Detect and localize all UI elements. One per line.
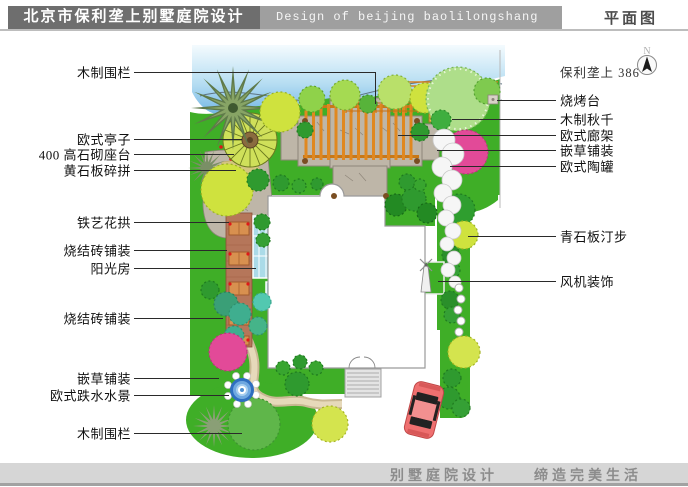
label-grass-paving-left: 嵌草铺装: [76, 371, 131, 387]
title-en: Design of beijing baolilongshang: [260, 6, 562, 29]
label-sunroom: 阳光房: [90, 261, 131, 277]
stepping-stones: [453, 283, 466, 337]
leader-line: [134, 139, 242, 140]
footer-rule: [0, 483, 688, 486]
leader-line: [134, 268, 256, 269]
label-pavilion: 欧式亭子: [76, 132, 131, 148]
leader-line: [452, 119, 556, 120]
leader-line: [134, 395, 229, 396]
leader-line: [134, 378, 219, 379]
windmill-decoration: [419, 258, 433, 293]
pavilion: [222, 112, 278, 168]
label-grass-paving: 嵌草铺装: [560, 143, 615, 159]
leader-line: [398, 135, 556, 136]
waterfall-fountain: [224, 372, 260, 408]
bbq-counter: [487, 94, 499, 105]
leader-line: [134, 433, 242, 434]
entry-doors: [348, 356, 376, 369]
label-stepping-stones: 青石板汀步: [560, 229, 628, 245]
label-iron-arch: 铁艺花拱: [76, 215, 131, 231]
label-wood-fence-top: 木制围栏: [76, 65, 131, 81]
leader-line: [134, 222, 229, 223]
label-swing: 木制秋千: [560, 112, 615, 128]
label-wood-fence-bottom: 木制围栏: [76, 426, 131, 442]
label-brick-paving-1: 烧结砖铺装: [63, 243, 131, 259]
leader-line: [468, 236, 556, 237]
header-rule: [0, 29, 688, 31]
site-number-label: 保利垄上 386: [560, 66, 640, 80]
leader-line: [134, 318, 223, 319]
north-letter: N: [643, 46, 650, 57]
car: [403, 381, 445, 439]
label-yellow-slate: 黄石板碎拼: [63, 163, 131, 179]
entry-stairs: [344, 368, 382, 398]
label-brick-paving-2: 烧结砖铺装: [63, 311, 131, 327]
label-bbq: 烧烤台: [560, 93, 601, 109]
leader-line: [134, 170, 236, 171]
footer-bar: [0, 463, 688, 483]
leader-line: [437, 150, 556, 151]
leader-line: [497, 100, 556, 101]
north-arrow-icon: N: [637, 46, 657, 75]
leader-line: [134, 250, 227, 251]
label-windmill: 风机装饰: [560, 274, 615, 290]
leader-line: [438, 281, 556, 282]
house-footprint: [267, 50, 501, 398]
label-stone-platform: 400 高石砌座台: [38, 147, 131, 163]
leader-line: [375, 72, 376, 104]
palm-tree: [188, 66, 275, 447]
view-label: 平面图: [603, 11, 658, 27]
grass-embedded-paving: [431, 128, 465, 289]
footer-slogan: 别墅庭院设计 缔造完美生活: [390, 469, 642, 484]
leader-line: [134, 72, 375, 73]
leader-line: [134, 154, 234, 155]
label-waterfall: 欧式跌水水景: [49, 388, 131, 404]
leader-line: [450, 166, 556, 167]
title-cn: 北京市保利垄上别墅庭院设计: [8, 6, 260, 29]
label-pergola: 欧式廊架: [560, 128, 615, 144]
label-pottery: 欧式陶罐: [560, 159, 615, 175]
